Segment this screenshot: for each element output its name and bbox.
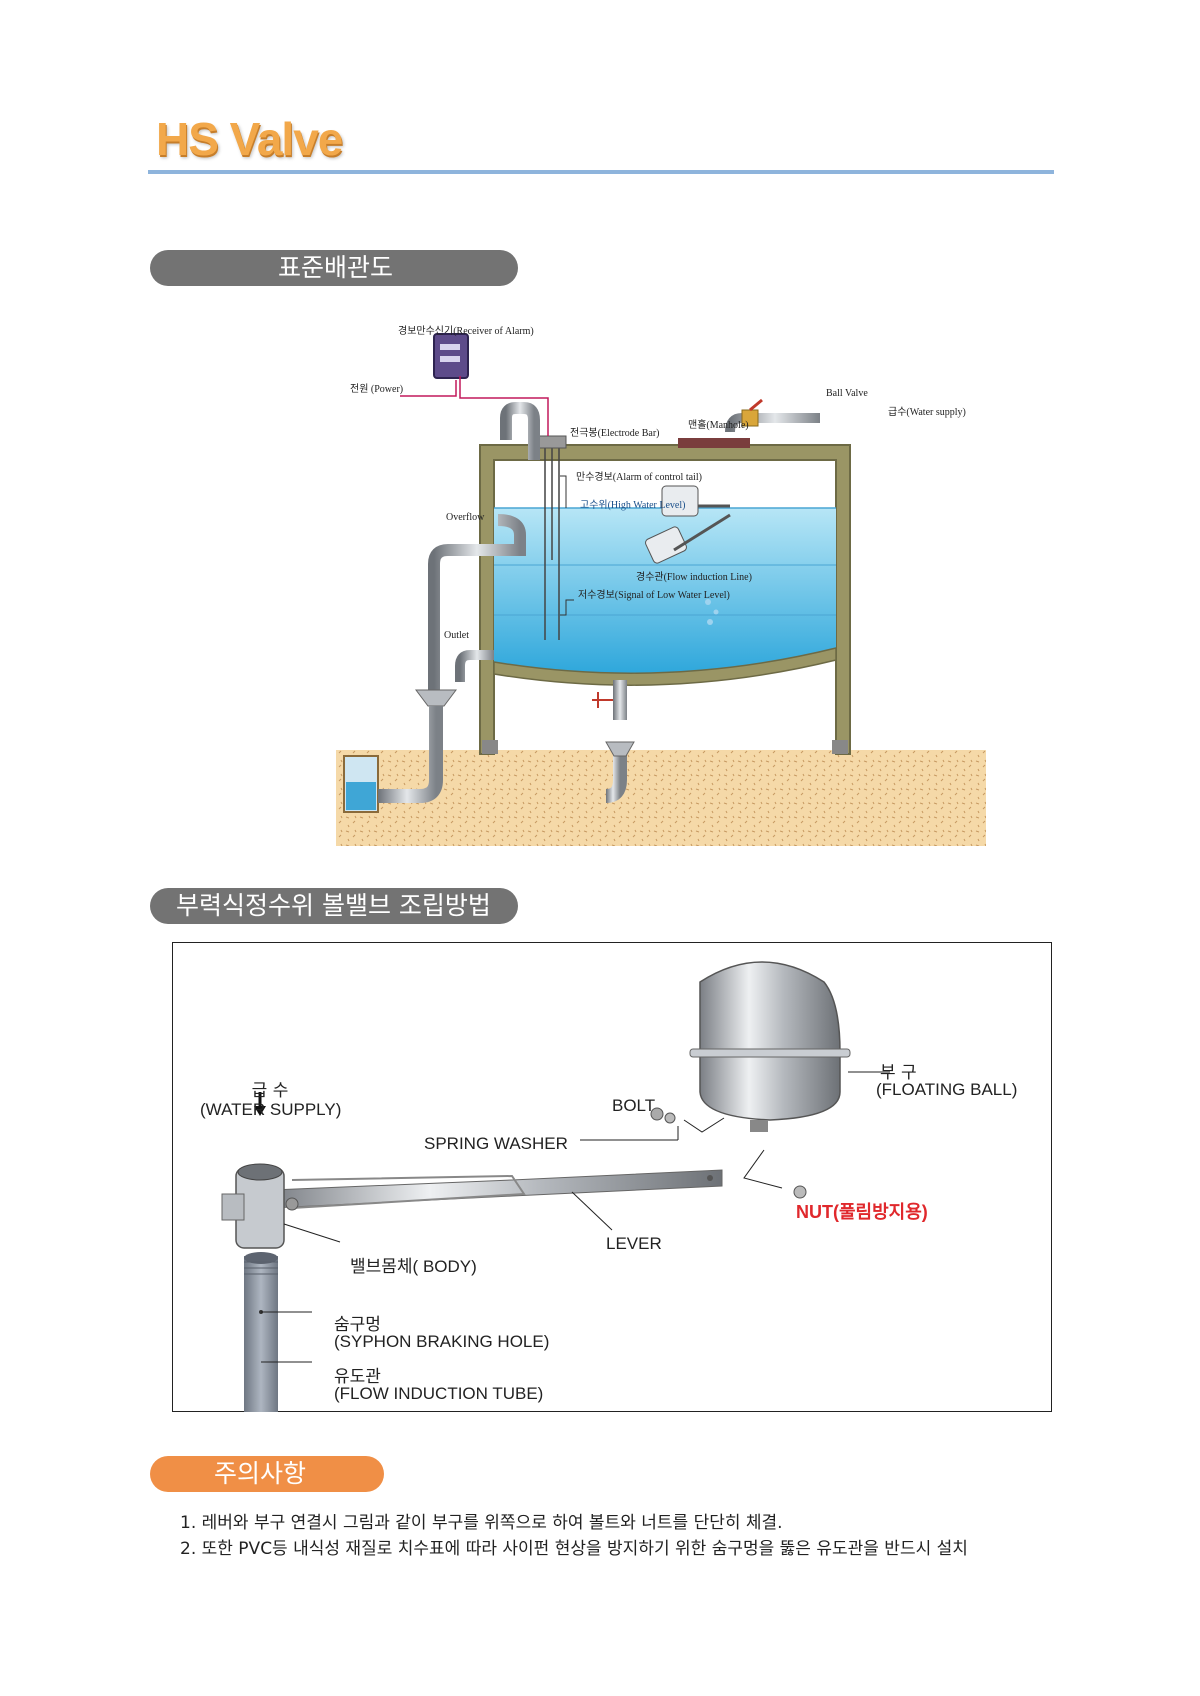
label-ball-valve: Ball Valve	[826, 388, 868, 399]
label-alarm-tail: 만수경보(Alarm of control tail)	[576, 472, 702, 483]
page-title: HS Valve	[156, 113, 343, 165]
bolt	[650, 1107, 664, 1121]
flow-induction-tube	[244, 1256, 278, 1412]
section-notice-pill: 주의사항	[150, 1456, 384, 1492]
label-lever: LEVER	[606, 1234, 662, 1253]
label-outlet: Outlet	[444, 630, 469, 641]
label-hole-ko: 숨구멍	[334, 1315, 381, 1334]
nut	[793, 1185, 807, 1199]
label-bolt: BOLT	[612, 1096, 656, 1115]
label-high-level: 고수위(High Water Level)	[580, 500, 686, 511]
section-assembly-label: 부력식정수위 볼밸브 조립방법	[176, 891, 491, 920]
manhole	[678, 438, 750, 448]
label-flow-line: 경수관(Flow induction Line)	[636, 572, 752, 583]
piping-diagram	[336, 333, 986, 846]
label-low-signal: 저수경보(Signal of Low Water Level)	[578, 590, 730, 601]
section-piping-pill: 표준배관도	[150, 250, 518, 286]
label-tube-en: (FLOW INDUCTION TUBE)	[334, 1384, 544, 1403]
tank-water	[494, 508, 836, 677]
label-spring-washer: SPRING WASHER	[424, 1134, 568, 1153]
float-ball	[645, 526, 687, 564]
assembly-frame	[172, 942, 1052, 1412]
label-supply-en: (WATER SUPPLY)	[200, 1100, 342, 1119]
label-supply-ko: 급 수	[251, 1081, 289, 1101]
label-body: 밸브몸체( BODY)	[350, 1257, 477, 1276]
label-float-ko: 부 구	[880, 1063, 917, 1083]
label-overflow: Overflow	[446, 512, 485, 523]
label-power: 전원 (Power)	[350, 384, 404, 395]
spring-washer	[664, 1112, 676, 1124]
label-receiver: 경보만수신기(Receiver of Alarm)	[398, 326, 534, 337]
overflow-pipe	[428, 514, 526, 692]
label-float-en: (FLOATING BALL)	[876, 1080, 1018, 1099]
label-manhole: 맨홀(Manhole)	[688, 420, 749, 431]
assembly-diagram	[221, 961, 890, 1412]
label-hole-en: (SYPHON BRAKING HOLE)	[334, 1332, 550, 1351]
section-assembly-pill: 부력식정수위 볼밸브 조립방법	[150, 888, 518, 924]
floating-ball	[699, 961, 841, 1121]
label-nut: NUT(풀림방지용)	[796, 1202, 928, 1222]
notice-item: 1. 레버와 부구 연결시 그림과 같이 부구를 위쪽으로 하여 볼트와 너트를…	[180, 1513, 783, 1533]
notice-list: 1. 레버와 부구 연결시 그림과 같이 부구를 위쪽으로 하여 볼트와 너트를…	[180, 1510, 968, 1562]
title-divider	[148, 170, 1054, 174]
label-water-supply: 급수(Water supply)	[888, 407, 966, 418]
drain-pipe	[378, 706, 443, 803]
section-piping-label: 표준배관도	[278, 253, 394, 282]
section-notice-label: 주의사항	[214, 1459, 307, 1488]
outlet-pipe	[455, 650, 494, 682]
label-tube-ko: 유도관	[334, 1367, 381, 1386]
notice-item: 2. 또한 PVC등 내식성 재질로 치수표에 따라 사이펀 현상을 방지하기 …	[180, 1539, 968, 1559]
tank-bottom	[493, 647, 837, 686]
label-electrode: 전극봉(Electrode Bar)	[570, 428, 660, 439]
